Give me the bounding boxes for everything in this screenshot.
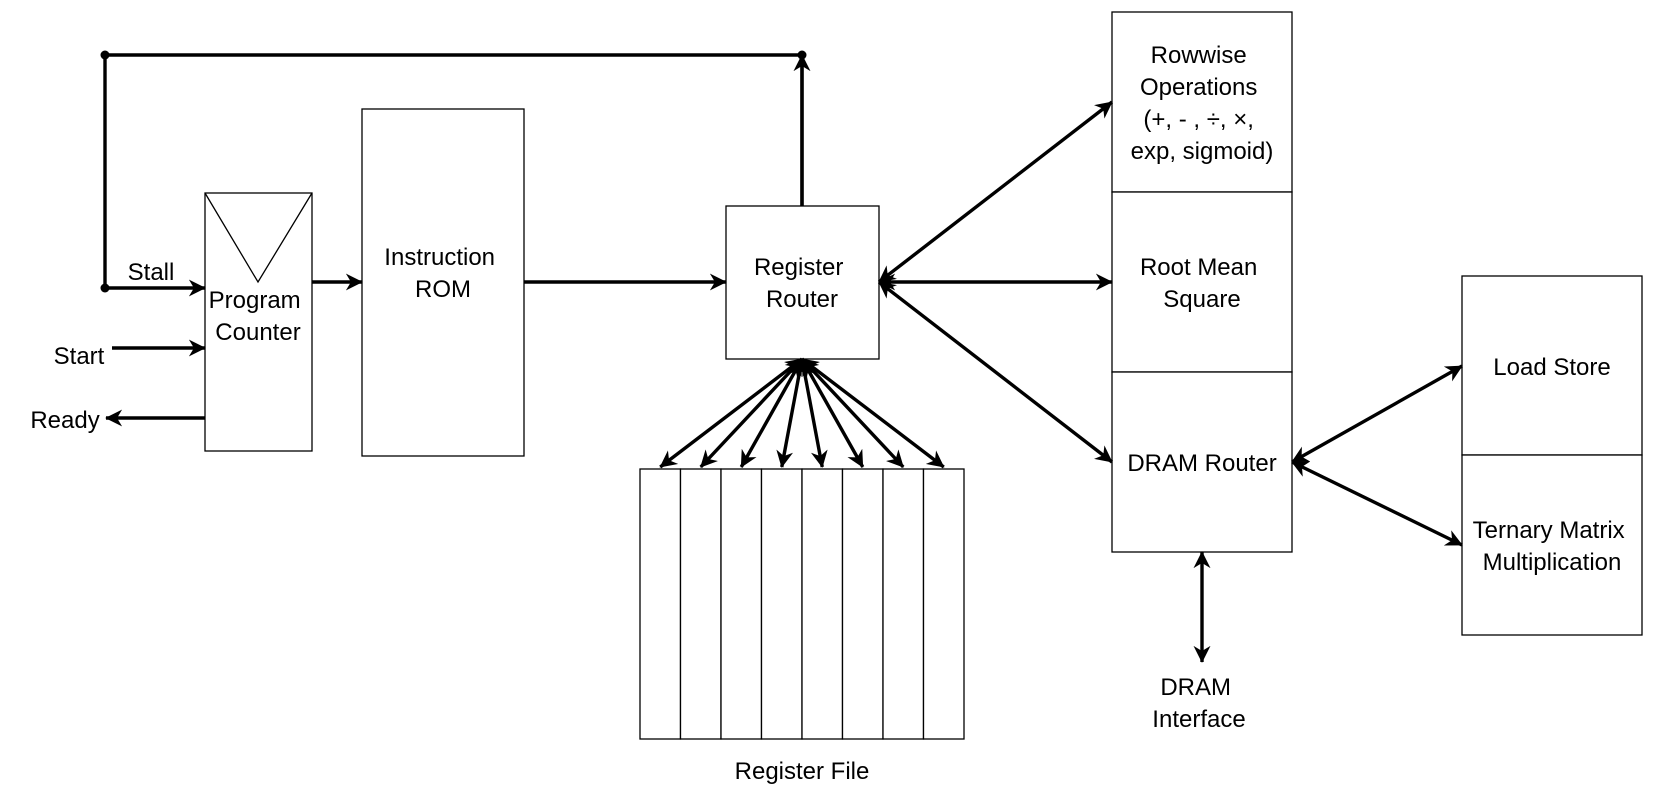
register-cell: [882, 468, 925, 740]
root-mean-square-block: Root Mean Square: [1111, 191, 1293, 373]
svg-text:Rowwise Operations: Rowwise Operations (+, - , ÷, ×, exp, si…: [1131, 42, 1274, 165]
stall-signal-label: Stall: [128, 259, 175, 286]
clock-triangle-icon: [204, 192, 313, 284]
stall-feedback-loop: [100, 50, 811, 293]
program-counter-label-line2: Counter: [215, 319, 300, 346]
router-register-arrow: [800, 357, 945, 469]
dram-router-label: DRAM Router: [1127, 450, 1276, 477]
register-cell: [801, 468, 844, 740]
register-file-label: Register File: [735, 758, 870, 785]
root-mean-square-label-line2: Square: [1163, 286, 1240, 313]
svg-text:Program Counter: Program Counter: [209, 287, 308, 346]
register-cell: [679, 468, 722, 740]
register-router-label-line2: Router: [766, 286, 838, 313]
rowwise-operations-label-line1: Rowwise: [1151, 42, 1247, 69]
svg-text:Register Router: Register Router: [754, 254, 850, 313]
ternary-matrix-label-line1: Ternary Matrix: [1473, 517, 1625, 544]
register-router-label-line1: Register: [754, 254, 843, 281]
router-rowwise-arrow: [877, 100, 1114, 284]
instruction-rom-block: Instruction ROM: [361, 108, 525, 457]
rowwise-operations-label-line2: Operations: [1140, 74, 1257, 101]
dram-router-ternary-arrow: [1291, 460, 1463, 547]
junction-dot: [100, 50, 110, 60]
router-dram-router-arrow: [877, 280, 1114, 464]
rowwise-operations-block: Rowwise Operations (+, - , ÷, ×, exp, si…: [1111, 11, 1293, 193]
dram-interface-label: DRAM Interface: [1152, 674, 1245, 733]
svg-text:Instruction ROM: Instruction ROM: [384, 244, 501, 303]
rowwise-operations-label-line4: exp, sigmoid): [1131, 138, 1274, 165]
program-counter-block: Program Counter: [204, 192, 313, 452]
register-cell: [639, 468, 682, 740]
root-mean-square-label-line1: Root Mean: [1140, 254, 1257, 281]
dram-router-load-store-arrow: [1291, 364, 1463, 464]
register-cell: [841, 468, 884, 740]
register-router-block: Register Router: [725, 205, 880, 360]
load-store-label: Load Store: [1493, 354, 1610, 381]
register-cell: [720, 468, 763, 740]
ternary-matrix-multiplication-block: Ternary Matrix Multiplication: [1461, 454, 1643, 636]
dram-router-block: DRAM Router: [1111, 371, 1293, 553]
instruction-rom-label-line1: Instruction: [384, 244, 495, 271]
ready-signal-label: Ready: [30, 407, 99, 434]
rowwise-operations-label-line3: (+, - , ÷, ×,: [1143, 106, 1254, 133]
start-signal-label: Start: [54, 343, 105, 370]
register-cell: [922, 468, 965, 740]
svg-text:Root Mean Square: Root Mean Square: [1140, 254, 1264, 313]
dram-interface-label-line2: Interface: [1152, 706, 1245, 733]
dram-interface-label-line1: DRAM: [1160, 674, 1231, 701]
svg-text:Ternary Matrix Multiplic: Ternary Matrix Multiplication: [1473, 517, 1632, 576]
router-register-arrow: [659, 357, 804, 469]
instruction-rom-label-line2: ROM: [415, 276, 471, 303]
program-counter-label-line1: Program: [209, 287, 301, 314]
router-register-arrows: [659, 357, 945, 469]
register-file-block: Register File: [639, 468, 965, 785]
register-cell: [760, 468, 803, 740]
load-store-block: Load Store: [1461, 275, 1643, 456]
ternary-matrix-label-line2: Multiplication: [1483, 549, 1622, 576]
